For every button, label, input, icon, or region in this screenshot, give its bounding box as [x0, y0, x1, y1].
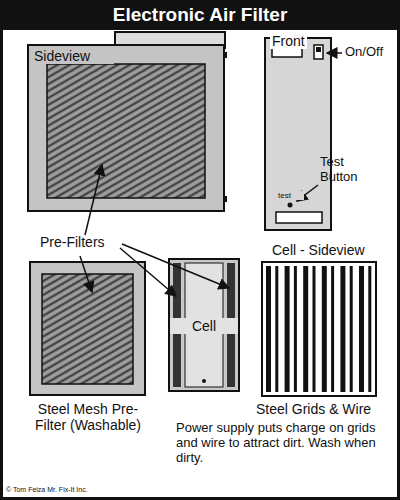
part-label: Steel Grids & Wire: [256, 401, 396, 417]
view-label: Cell - Sideview: [272, 242, 392, 258]
view-label: Front: [270, 33, 307, 49]
part-label: Steel Mesh Pre-Filter (Washable): [33, 401, 143, 433]
view-label: Sideview: [34, 48, 114, 64]
cell-label: Cell: [170, 318, 238, 334]
part-label: On/Off: [345, 45, 397, 60]
copyright: © Tom Feiza Mr. Fix-It Inc.: [6, 486, 156, 494]
button-label: test: [278, 191, 304, 200]
cell-box: Cell: [168, 258, 240, 392]
part-label: Pre-Filters: [40, 234, 130, 250]
part-label: Test Button: [320, 155, 372, 185]
note-text: Power supply puts charge on grids and wi…: [176, 421, 394, 466]
title: Electronic Air Filter: [0, 4, 400, 26]
